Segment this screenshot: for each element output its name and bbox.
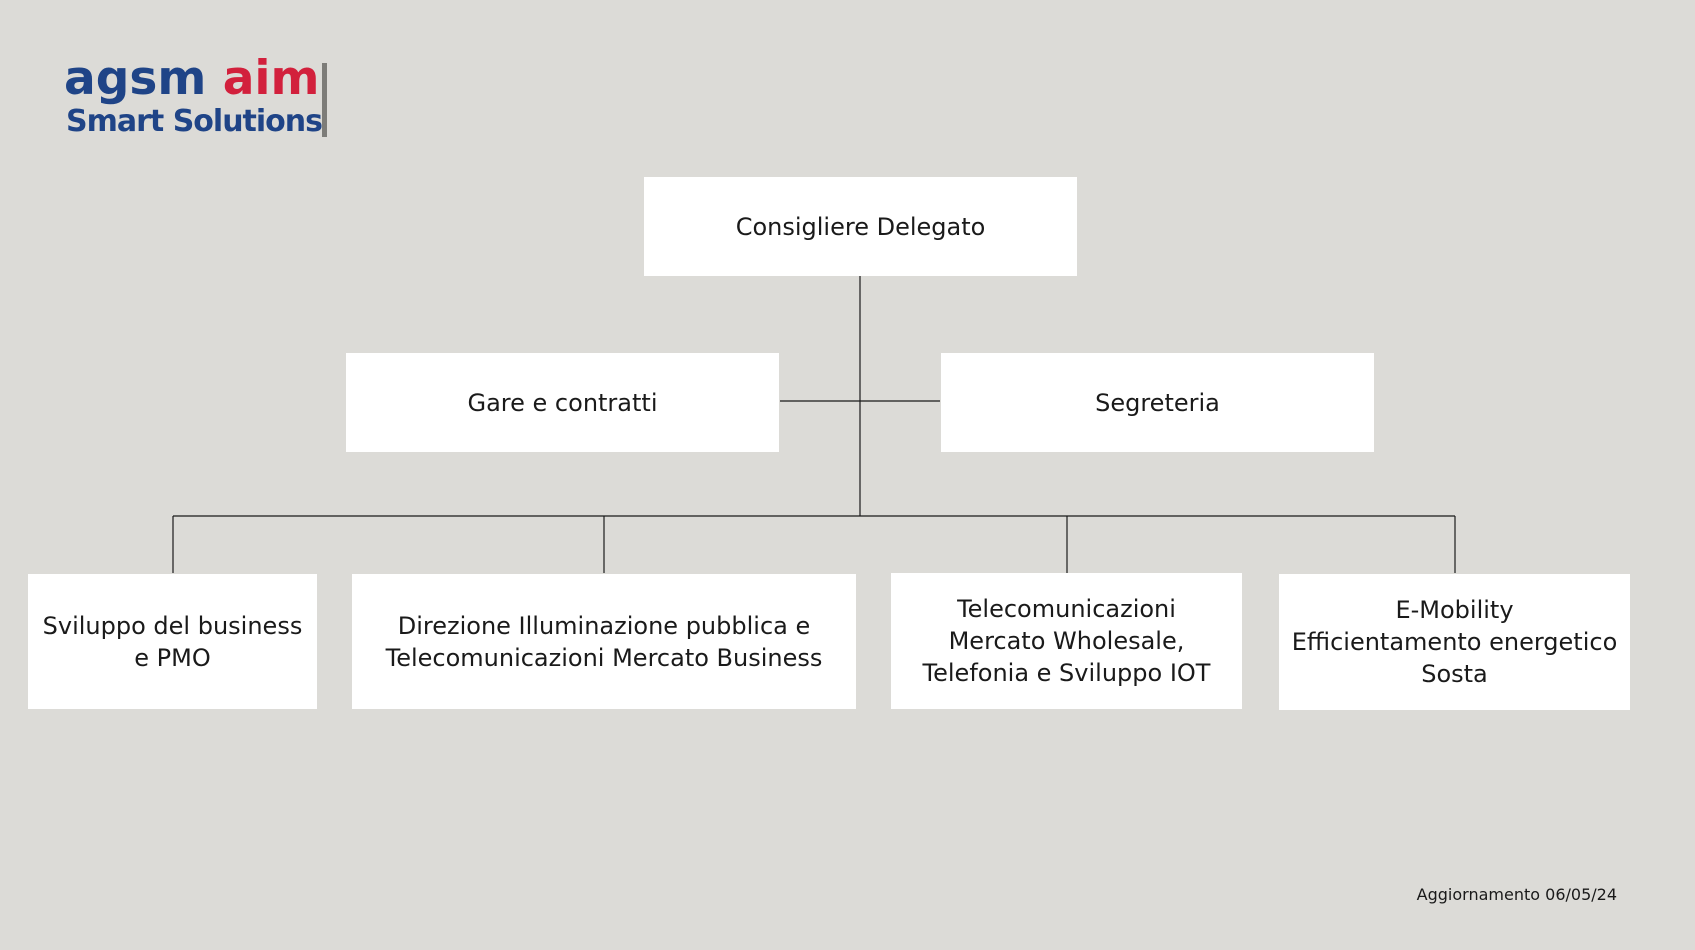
org-node-unit1: Sviluppo del business e PMO <box>28 574 317 709</box>
update-label: Aggiornamento <box>1416 885 1541 904</box>
org-node-root: Consigliere Delegato <box>644 177 1077 276</box>
org-node-unit4: E-Mobility Efficientamento energetico So… <box>1279 574 1630 710</box>
logo-divider <box>322 63 327 137</box>
org-node-staff-right: Segreteria <box>941 353 1374 452</box>
org-node-unit3-label: Telecomunicazioni Mercato Wholesale, Tel… <box>922 595 1211 687</box>
logo-wordmark: agsm aim <box>64 52 320 106</box>
org-node-unit2: Direzione Illuminazione pubblica e Telec… <box>352 574 856 709</box>
logo-aim-text: aim <box>222 51 320 106</box>
logo-subtitle: Smart Solutions <box>66 104 323 139</box>
org-node-staff-right-label: Segreteria <box>1095 388 1220 417</box>
org-node-unit2-label: Direzione Illuminazione pubblica e Telec… <box>385 611 823 672</box>
org-node-staff-left-label: Gare e contratti <box>467 388 658 417</box>
logo-agsm-text: agsm <box>64 51 207 106</box>
update-date: 06/05/24 <box>1545 885 1617 904</box>
company-logo: agsm aim Smart Solutions <box>64 52 344 142</box>
org-node-unit1-label: Sviluppo del business e PMO <box>42 611 303 672</box>
org-node-root-label: Consigliere Delegato <box>735 212 986 241</box>
org-node-staff-left: Gare e contratti <box>346 353 779 452</box>
org-node-unit4-label: E-Mobility Efficientamento energetico So… <box>1291 596 1618 688</box>
update-footer: Aggiornamento 06/05/24 <box>1417 885 1617 904</box>
org-node-unit3: Telecomunicazioni Mercato Wholesale, Tel… <box>891 573 1242 709</box>
